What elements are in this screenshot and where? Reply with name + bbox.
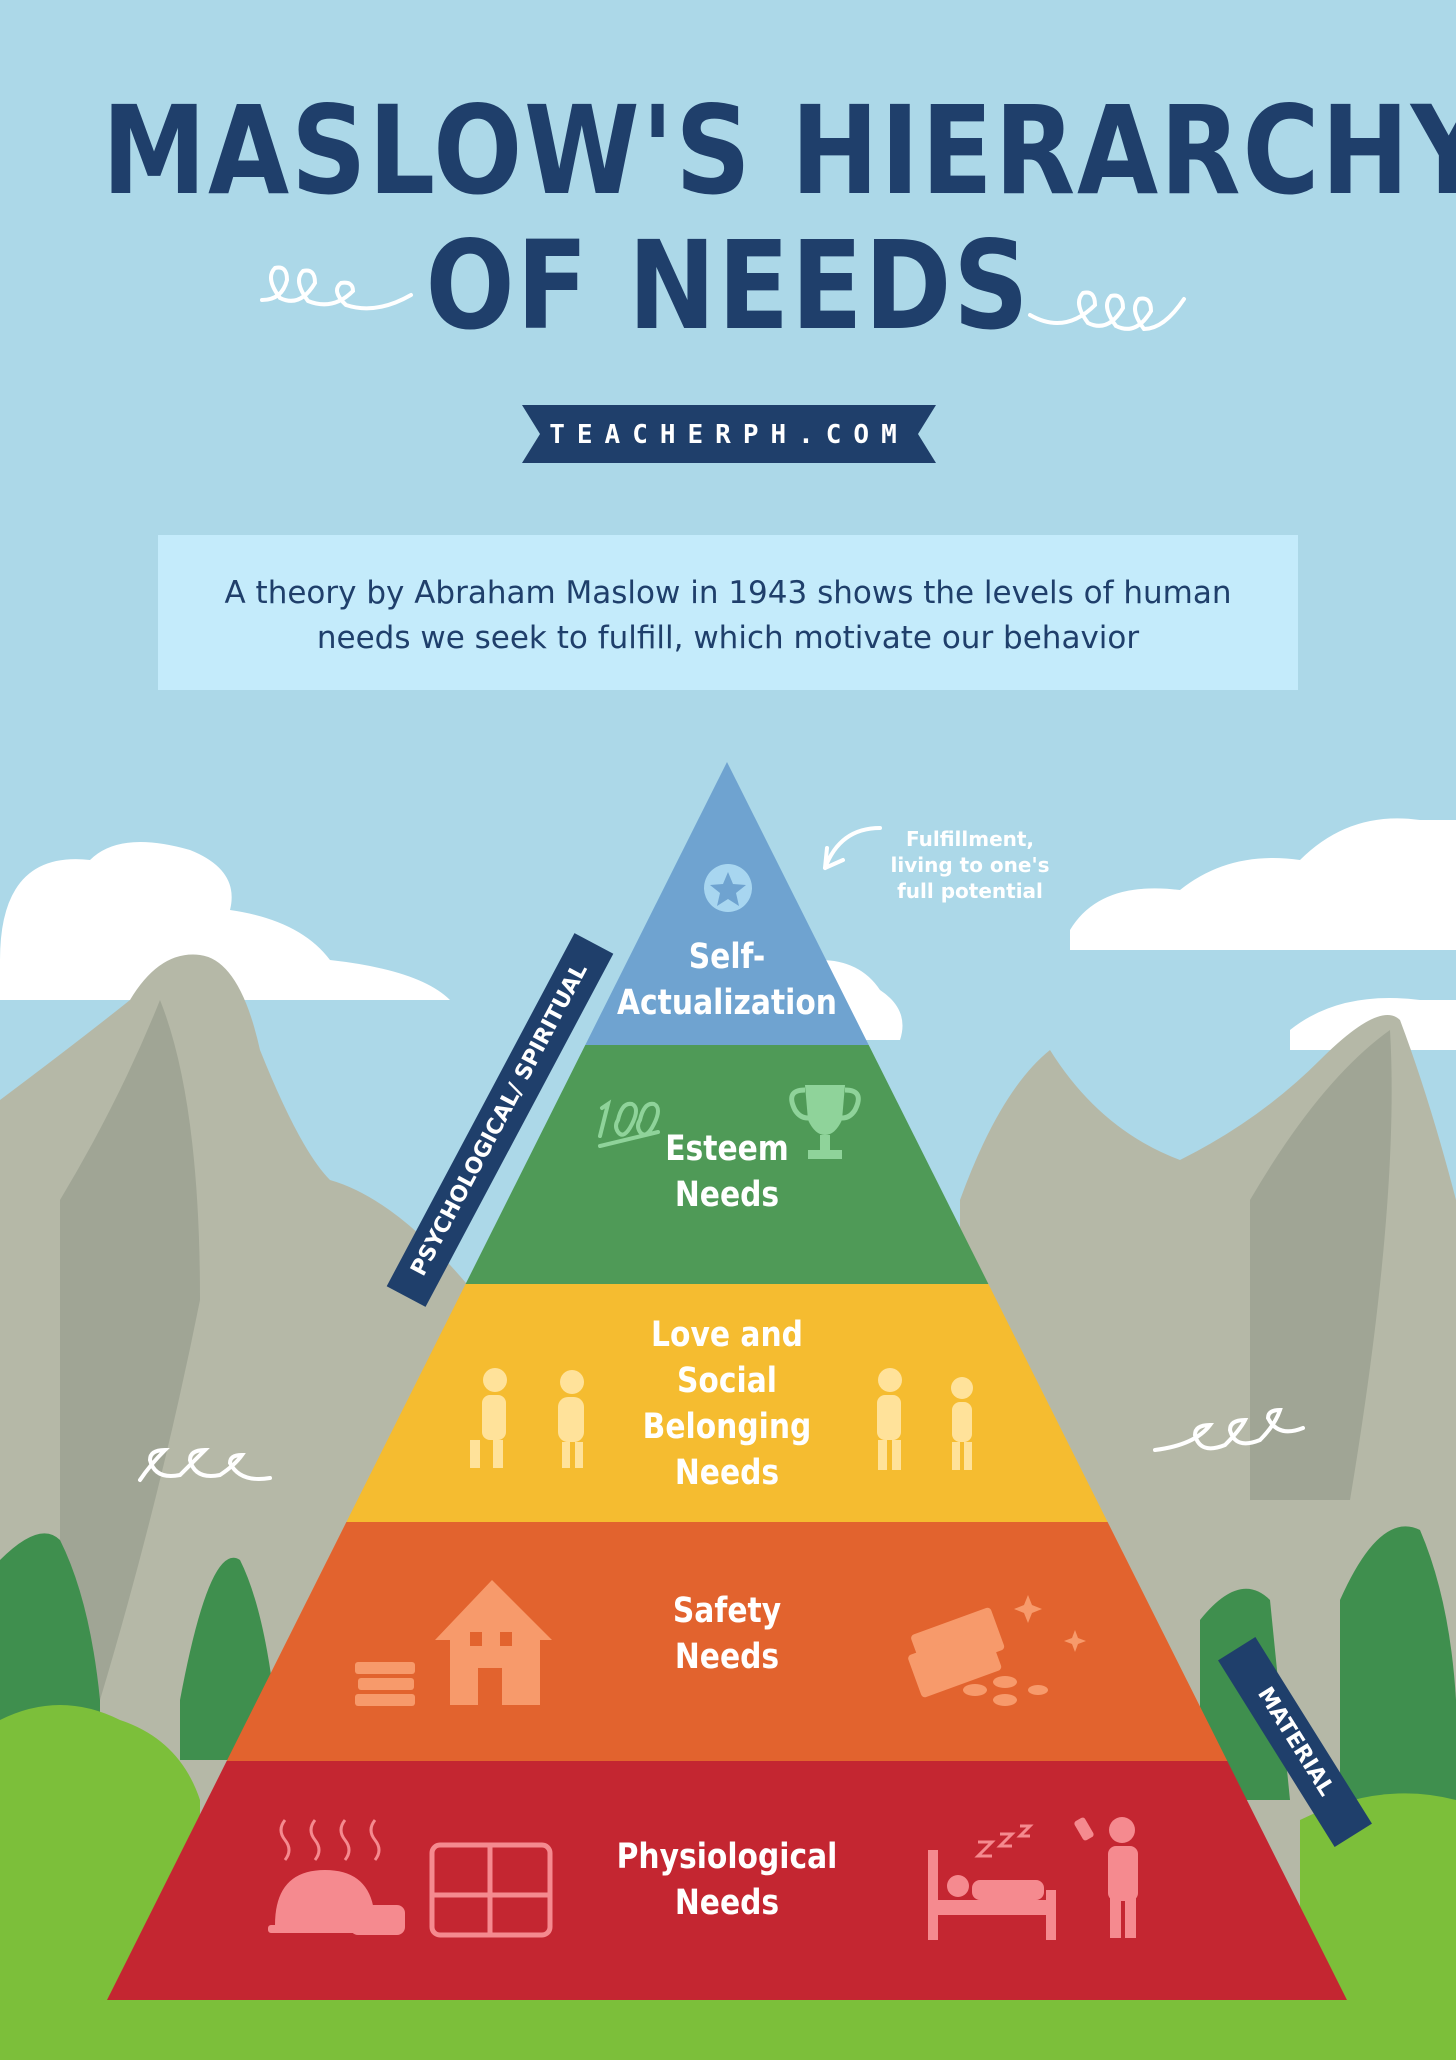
decorative-swirls <box>138 265 1305 1482</box>
level-label: Actualization <box>617 983 837 1023</box>
level-label: Self- <box>688 937 766 977</box>
level-label: Physiological <box>616 1837 838 1877</box>
money-icon <box>908 1595 1086 1706</box>
level-label: Needs <box>674 1883 780 1923</box>
website-banner: TEACHERPH.COM <box>549 420 909 450</box>
level-label: Belonging <box>642 1407 812 1447</box>
star-icon <box>704 864 752 912</box>
house-icon <box>435 1580 552 1705</box>
level-label: Love and <box>651 1315 803 1355</box>
annotation-line: living to one's <box>890 853 1050 877</box>
level-physiological: Physiological Needs <box>617 1834 838 1926</box>
sleeping-bed-icon <box>928 1824 1056 1940</box>
annotation-line: full potential <box>897 879 1043 903</box>
level-label: Esteem <box>665 1129 789 1169</box>
description: A theory by Abraham Maslow in 1943 shows… <box>158 535 1298 690</box>
drinking-person-icon <box>1074 1817 1138 1938</box>
books-icon <box>355 1662 415 1706</box>
level-label: Needs <box>674 1175 780 1215</box>
description-box <box>158 535 1298 690</box>
self-actualization-annotation: Fulfillment, living to one's full potent… <box>880 826 1060 904</box>
banner-ribbon <box>522 405 936 463</box>
trophy-icon <box>789 1085 861 1159</box>
level-safety: Safety Needs <box>673 1588 781 1680</box>
title-line-2: OF NEEDS <box>425 215 1031 357</box>
level-label: Safety <box>672 1591 782 1631</box>
food-cloche-icon <box>268 1819 405 1935</box>
level-label: Social <box>677 1361 777 1401</box>
meal-tray-icon <box>429 1842 553 1938</box>
description-line: A theory by Abraham Maslow in 1943 shows… <box>224 575 1232 611</box>
level-love-belonging: Love and Social Belonging Needs <box>643 1312 812 1496</box>
level-self-actualization: Self- Actualization <box>617 934 837 1026</box>
level-label: Needs <box>674 1453 780 1493</box>
level-label: Needs <box>674 1637 780 1677</box>
people-arguing-icon <box>470 1368 973 1470</box>
hundred-icon <box>598 1099 660 1148</box>
annotation-line: Fulfillment, <box>905 827 1035 851</box>
description-line: needs we seek to fulfill, which motivate… <box>316 620 1140 656</box>
band-physiological <box>107 1761 1347 2000</box>
band-love-belonging <box>346 1284 1108 1522</box>
level-esteem: Esteem Needs <box>665 1126 789 1218</box>
title-line-1: MASLOW'S HIERARCHY <box>101 80 1456 222</box>
